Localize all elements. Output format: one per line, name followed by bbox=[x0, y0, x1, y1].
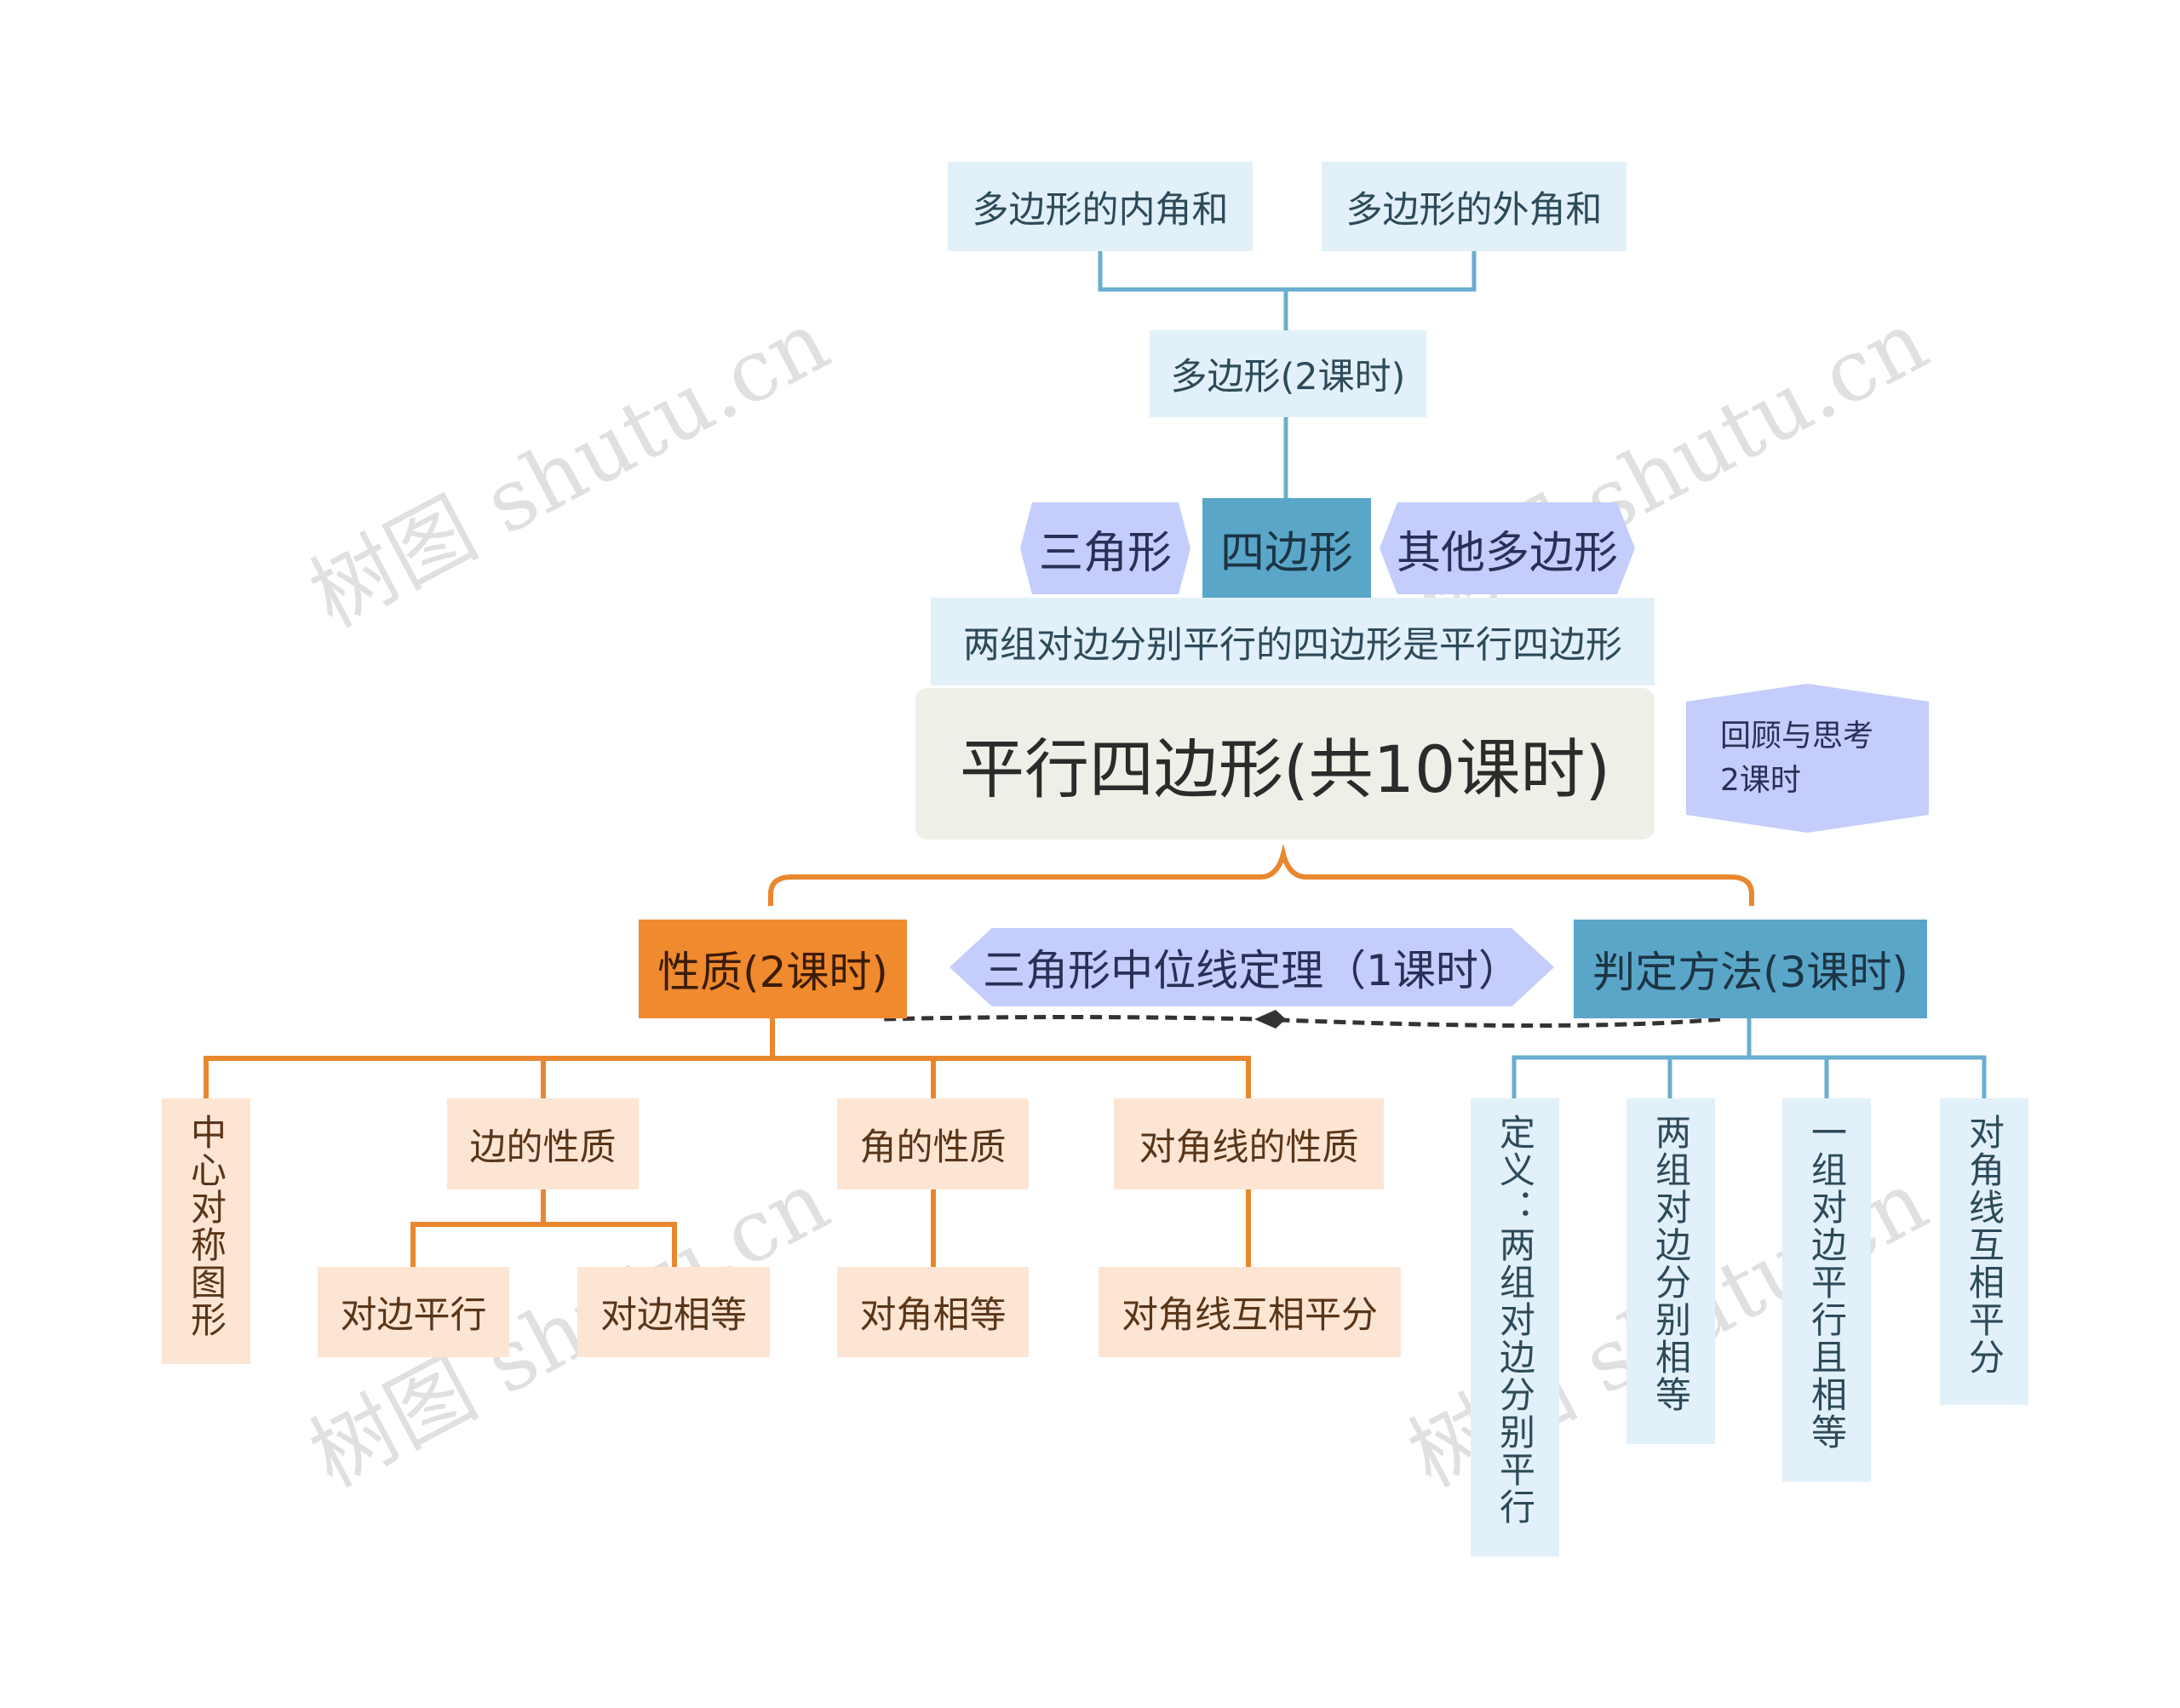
node-label: 多边形的内角和 bbox=[972, 188, 1229, 232]
quadrilateral-node[interactable]: 四边形 bbox=[1202, 498, 1371, 599]
node-label: 三角形 bbox=[1038, 527, 1172, 579]
central-symmetry-node[interactable]: 中心对称图形 bbox=[162, 1098, 250, 1364]
other-polygons-node[interactable]: 其他多边形 bbox=[1380, 502, 1635, 594]
node-label: 中心对称图形 bbox=[185, 1114, 227, 1338]
criterion-definition-node[interactable]: 定义：两组对边分别平行 bbox=[1471, 1098, 1559, 1556]
node-label: 四边形 bbox=[1219, 527, 1353, 579]
opposite-sides-equal-node[interactable]: 对边相等 bbox=[577, 1267, 770, 1357]
review-node[interactable]: 回顾与思考 2课时 bbox=[1686, 684, 1929, 833]
node-label: 两组对边分别相等 bbox=[1649, 1114, 1692, 1413]
node-label: 三角形中位线定理（1课时） bbox=[983, 946, 1521, 995]
node-label: 定义：两组对边分别平行 bbox=[1494, 1114, 1536, 1526]
node-label: 多边形(2课时) bbox=[1170, 356, 1406, 398]
link-polygon-children bbox=[1098, 251, 1477, 330]
root-label: 平行四边形(共10课时) bbox=[959, 731, 1610, 807]
root-node[interactable]: 平行四边形(共10课时) bbox=[915, 688, 1655, 840]
diagonals-bisect-node[interactable]: 对角线互相平分 bbox=[1099, 1267, 1401, 1357]
polygon-node[interactable]: 多边形(2课时) bbox=[1150, 330, 1426, 417]
criterion-diagonals-node[interactable]: 对角线互相平分 bbox=[1940, 1098, 2028, 1405]
relation-arrowhead bbox=[1254, 1010, 1286, 1029]
node-label: 判定方法(3课时) bbox=[1592, 948, 1908, 997]
diagonal-properties-node[interactable]: 对角线的性质 bbox=[1114, 1098, 1384, 1189]
node-label: 对边平行 bbox=[340, 1294, 487, 1337]
exterior-angle-sum-node[interactable]: 多边形的外角和 bbox=[1322, 162, 1626, 251]
node-label: 角的性质 bbox=[859, 1126, 1007, 1169]
node-label: 对角线互相平分 bbox=[1122, 1294, 1378, 1337]
root-brace bbox=[768, 844, 1754, 906]
criteria-node[interactable]: 判定方法(3课时) bbox=[1574, 920, 1927, 1018]
link-sides-children bbox=[410, 1189, 677, 1267]
review-line-1: 回顾与思考 bbox=[1720, 718, 1874, 754]
node-label: 多边形的外角和 bbox=[1345, 188, 1603, 232]
interior-angle-sum-node[interactable]: 多边形的内角和 bbox=[948, 162, 1253, 251]
node-label: 性质(2课时) bbox=[657, 948, 888, 997]
side-properties-node[interactable]: 边的性质 bbox=[447, 1098, 639, 1189]
opposite-sides-parallel-node[interactable]: 对边平行 bbox=[318, 1267, 509, 1357]
node-label: 对角线互相平分 bbox=[1963, 1114, 2005, 1376]
node-label: 两组对边分别平行的四边形是平行四边形 bbox=[963, 623, 1622, 667]
node-label: 对角线的性质 bbox=[1139, 1126, 1359, 1169]
node-label: 对角相等 bbox=[859, 1294, 1007, 1337]
node-label: 其他多边形 bbox=[1396, 527, 1618, 579]
criterion-one-pair-node[interactable]: 一组对边平行且相等 bbox=[1782, 1098, 1871, 1482]
review-line-2: 2课时 bbox=[1720, 762, 1801, 798]
link-criteria-children bbox=[1512, 1018, 1987, 1098]
dashed-relation bbox=[881, 1015, 1721, 1028]
definition-node[interactable]: 两组对边分别平行的四边形是平行四边形 bbox=[931, 598, 1655, 685]
triangle-node[interactable]: 三角形 bbox=[1020, 502, 1190, 594]
node-label: 一组对边平行且相等 bbox=[1805, 1114, 1848, 1451]
link-properties-children bbox=[204, 1018, 1251, 1098]
midline-theorem-node[interactable]: 三角形中位线定理（1课时） bbox=[949, 928, 1554, 1006]
angle-properties-node[interactable]: 角的性质 bbox=[837, 1098, 1029, 1189]
node-label: 对边相等 bbox=[600, 1294, 747, 1337]
criterion-sides-equal-node[interactable]: 两组对边分别相等 bbox=[1626, 1098, 1715, 1444]
opposite-angles-equal-node[interactable]: 对角相等 bbox=[837, 1267, 1029, 1357]
node-label: 边的性质 bbox=[469, 1126, 617, 1169]
properties-node[interactable]: 性质(2课时) bbox=[639, 920, 907, 1018]
